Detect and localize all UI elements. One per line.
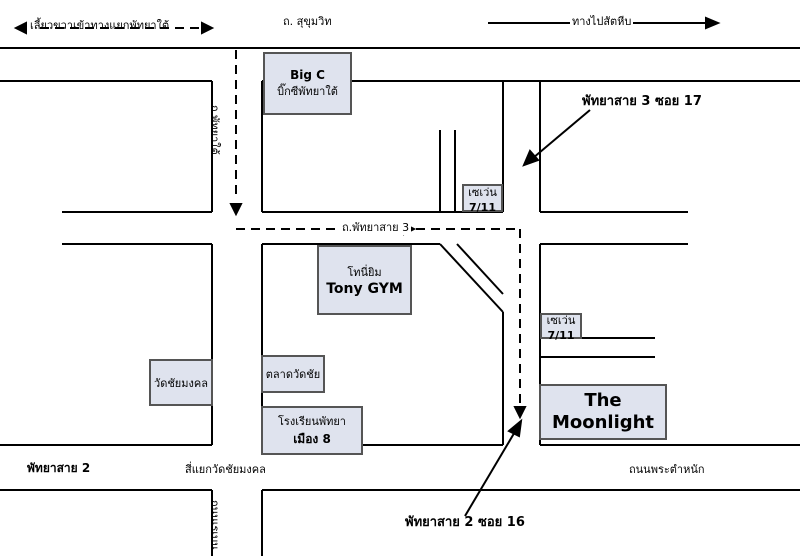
soi16-label: พัทยาสาย 2 ซอย 16 (405, 515, 525, 530)
bigc-name: Big C (290, 67, 325, 82)
intersection-label: สี่แยกวัดชัยมงคล (183, 463, 268, 477)
soi17-callout-arrow (522, 149, 540, 167)
moonlight-box: The Moonlight (539, 384, 667, 440)
school-name-line2: เมือง 8 (293, 432, 331, 446)
to-sattahip-arrow (705, 16, 721, 30)
route-moonlight-arrow (513, 406, 527, 420)
soi16-callout-arrow (507, 418, 523, 438)
route-top-arrow (201, 21, 215, 35)
seven-eleven-1-box: เซเว่น 7/11 (462, 184, 503, 214)
bottom-road-label: ถนนเรเบน (208, 500, 221, 550)
pattaya-tai-label: ถ.พัทยาใต้ (208, 105, 221, 155)
wat-chaimongkol-box: วัดชัยมงคล (149, 359, 213, 406)
market-name: ตลาดวัดชัย (265, 368, 321, 381)
route-instruction-label: เลี้ยวขวาเข้าทางแยกพัทยาใต้ (30, 19, 170, 32)
sukhumvit-label: ถ. สุขุมวิท (283, 15, 332, 28)
tony-gym-name: Tony GYM (326, 281, 403, 297)
market-box: ตลาดวัดชัย (261, 355, 325, 393)
school-box: โรงเรียนพัทยา เมือง 8 (261, 406, 363, 455)
diagonal-lane-a (439, 243, 504, 313)
school-name-line1: โรงเรียนพัทยา (278, 415, 346, 428)
wat-chaimongkol-name: วัดชัยมงคล (154, 376, 208, 390)
seven-eleven-1-thai: เซเว่น (468, 185, 497, 199)
soi16-callout-line (464, 429, 517, 517)
moonlight-name-line1: The (584, 389, 622, 411)
soi17-label: พัทยาสาย 3 ซอย 17 (582, 94, 702, 109)
diagonal-lane-b (456, 243, 504, 295)
route-start-arrow (13, 21, 27, 35)
sai3-label: ถ.พัทยาสาย 3 (340, 221, 412, 235)
seven-eleven-1-number: 7/11 (469, 200, 496, 214)
soi17-callout-line (532, 109, 591, 159)
phra-tamnak-label: ถนนพระตำหนัก (629, 463, 705, 476)
tony-gym-box: โทนี่ยิม Tony GYM (317, 245, 412, 315)
seven-eleven-2-number: 7/11 (547, 328, 575, 342)
seven-eleven-2-box: เซเว่น 7/11 (540, 313, 582, 342)
to-sattahip-label: ทางไปสัตหีบ (570, 15, 634, 29)
bigc-box: Big C บิ๊กซีพัทยาใต้ (263, 52, 352, 115)
moonlight-name-line2: Moonlight (551, 412, 655, 433)
tony-gym-thai: โทนี่ยิม (347, 266, 382, 279)
route-down-arrow (229, 203, 243, 217)
bigc-thai-name: บิ๊กซีพัทยาใต้ (277, 84, 338, 98)
sai2-label: พัทยาสาย 2 (27, 461, 91, 475)
seven-eleven-2-thai: เซเว่น (546, 313, 576, 327)
